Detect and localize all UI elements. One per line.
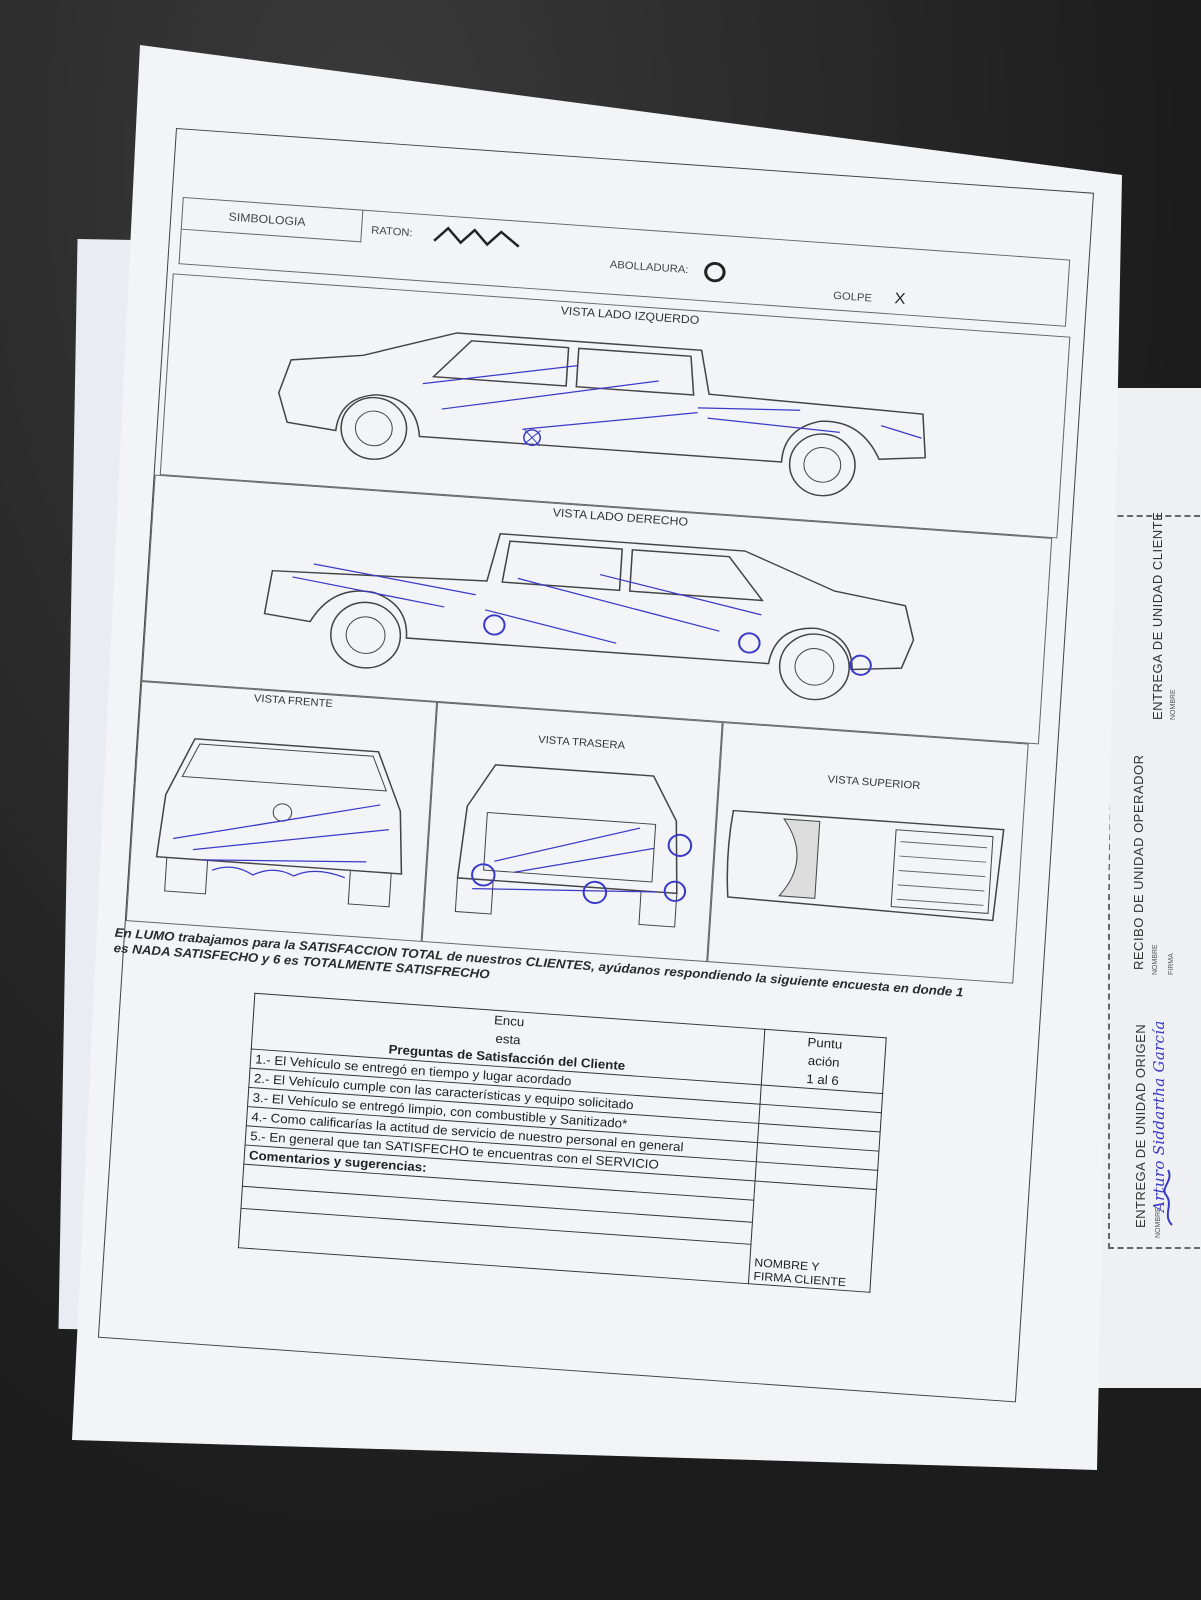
rear-view-label: VISTA TRASERA (537, 734, 626, 752)
right-side-view: VISTA LADO DERECHO (141, 474, 1053, 745)
raton-label: RATON: (370, 224, 413, 240)
abolladura-circle-icon (704, 262, 726, 283)
receipt-stub-dashed-box (1108, 515, 1200, 1249)
stub-operator-signature-label: FIRMA (1168, 953, 1175, 975)
rear-view: VISTA TRASERA (421, 701, 723, 963)
truck-rear-drawing (454, 764, 693, 928)
stub-operator-name-label: NOMBRE (1152, 944, 1159, 975)
top-view: VISTA SUPERIOR (707, 722, 1029, 984)
stub-operator-label: RECIBO DE UNIDAD OPERADOR (1131, 754, 1146, 970)
golpe-label: GOLPE (832, 290, 873, 305)
left-side-view: VISTA LADO IZQUERDO (159, 273, 1071, 539)
stub-client-label: ENTREGA DE UNIDAD CLIENTE (1150, 511, 1165, 720)
top-view-label: VISTA SUPERIOR (827, 773, 921, 792)
stub-client-name-label: NOMBRE (1170, 689, 1177, 720)
handwritten-signature (1163, 1169, 1173, 1226)
truck-right-side-drawing (263, 532, 915, 701)
raton-scratch-icon (433, 226, 520, 248)
left-view-label: VISTA LADO IZQUERDO (560, 303, 700, 327)
front-view-label: VISTA FRENTE (253, 692, 334, 710)
inspection-form: SIMBOLOGIA RATON: ABOLLADURA: GOLPE X VI… (97, 128, 1094, 1403)
symbology-legend: SIMBOLOGIA RATON: ABOLLADURA: GOLPE X (178, 196, 1071, 327)
front-view: VISTA FRENTE (125, 681, 438, 942)
abolladura-label: ABOLLADURA: (609, 258, 689, 277)
truck-top-drawing (726, 809, 1005, 922)
truck-front-drawing (155, 738, 403, 908)
golpe-x-icon: X (893, 290, 906, 308)
truck-left-side-drawing (277, 332, 927, 497)
